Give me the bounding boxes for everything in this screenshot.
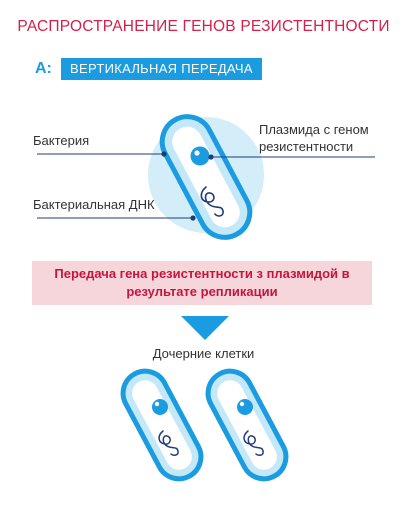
- label-bacteria: Бактерия: [33, 133, 90, 148]
- dna-leader-dot: [190, 215, 196, 221]
- section-badge: ВЕРТИКАЛЬНАЯ ПЕРЕДАЧА: [61, 58, 262, 80]
- replication-note: Передача гена резистентности з плазмидой…: [32, 261, 372, 305]
- plasmid-shine: [194, 150, 200, 156]
- down-arrow-icon: [181, 316, 229, 340]
- label-plasmid-line1: Плазмида с геном: [259, 122, 369, 137]
- plasmid-icon: [190, 146, 210, 166]
- section-letter: А:: [35, 60, 52, 77]
- daughter-bacterium-left: [120, 368, 204, 482]
- plasmid-leader-dot: [208, 154, 214, 160]
- diagram-title: РАСПРОСТРАНЕНИЕ ГЕНОВ РЕЗИСТЕНТНОСТИ: [17, 18, 390, 35]
- label-bacterial-dna: Бактериальная ДНК: [33, 197, 155, 212]
- label-plasmid-line2: резистентности: [259, 139, 354, 154]
- highlight-dot: [180, 137, 188, 145]
- daughter-bacterium-right: [205, 368, 289, 482]
- bacteria-leader-dot: [161, 151, 167, 157]
- label-plasmid: Плазмида с геном резистентности: [259, 121, 389, 155]
- dna-icon: [200, 186, 224, 217]
- daughter-cells-label: Дочерние клетки: [152, 346, 255, 361]
- bacterium-icon: [159, 114, 253, 240]
